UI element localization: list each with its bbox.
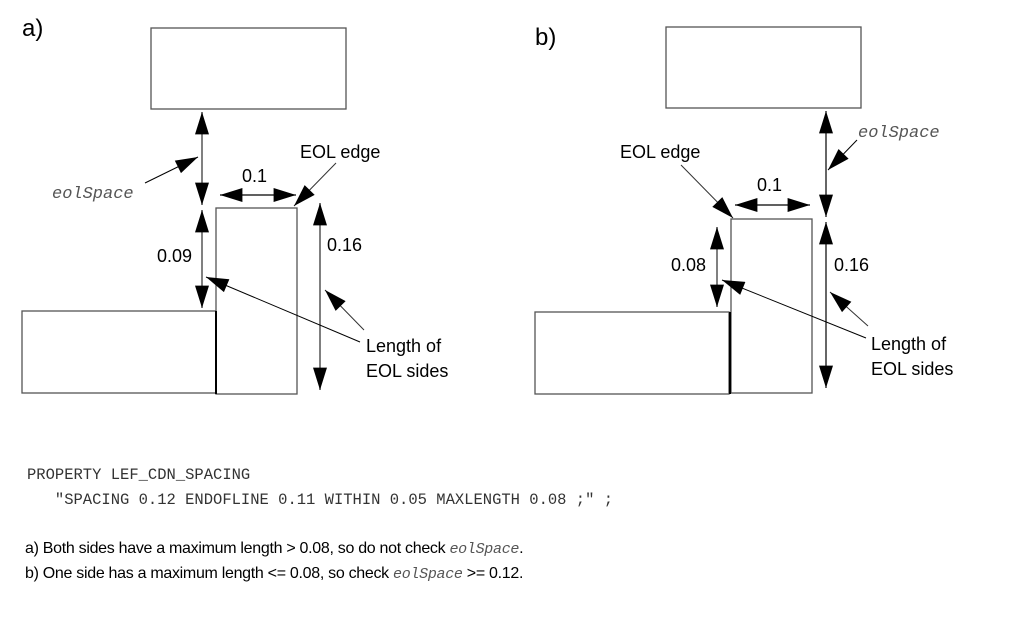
note-b-suffix: >= 0.12. [462,565,524,582]
note-a: a) Both sides have a maximum length > 0.… [25,540,524,558]
length-leader-left [205,276,361,343]
note-a-keyword: eolSpace [449,541,520,558]
length-of-eol-sides-label-line1: Length of [871,334,947,354]
eol-space-label: eolSpace [858,124,940,143]
panel-b: b) EOL edge 0.1 eolSpace 0.08 0.16 Lengt… [534,24,953,395]
length-of-eol-sides-label-line1: Length of [366,336,442,356]
note-b-prefix: b) One side has a maximum length <= 0.08… [25,565,394,582]
length-leader-left [721,279,867,339]
bottom-left-wire-shape [534,311,730,395]
right-side-length-label: 0.16 [327,235,362,255]
note-a-prefix: a) Both sides have a maximum length > 0.… [25,540,450,557]
length-of-eol-sides-label-line2: EOL sides [871,359,953,379]
note-b-keyword: eolSpace [393,566,463,583]
left-side-length-label: 0.09 [157,246,192,266]
eol-edge-label: EOL edge [620,142,700,162]
top-wire-shape [665,26,862,109]
note-a-suffix: . [519,540,524,557]
eol-space-leader [827,139,858,171]
note-b: b) One side has a maximum length <= 0.08… [25,565,523,583]
panel-label-b: b) [535,24,556,51]
code-line-property: PROPERTY LEF_CDN_SPACING [27,466,251,484]
top-wire-shape [150,27,347,110]
panel-label-a: a) [22,15,43,42]
eol-wire-shape [215,207,298,395]
left-side-length-label: 0.08 [671,255,706,275]
code-line-spacing-rule: "SPACING 0.12 ENDOFLINE 0.11 WITHIN 0.05… [27,491,613,509]
eol-space-label: eolSpace [52,185,134,204]
eol-edge-label: EOL edge [300,142,380,162]
right-side-length-label: 0.16 [834,255,869,275]
panel-a: a) EOL edge 0.1 eolSpace 0.09 0.16 Lengt… [21,15,448,395]
length-leader-right [829,291,869,327]
eol-spacing-diagram: a) EOL edge 0.1 eolSpace 0.09 0.16 Lengt… [21,15,953,395]
eol-edge-leader [293,162,337,207]
eol-space-leader [144,156,199,184]
eol-width-label: 0.1 [242,166,267,186]
length-leader-right [324,289,365,331]
bottom-left-wire-shape [21,310,217,394]
eol-wire-shape [730,218,813,394]
length-of-eol-sides-label-line2: EOL sides [366,361,448,381]
eol-edge-leader [680,164,734,219]
eol-width-label: 0.1 [757,175,782,195]
